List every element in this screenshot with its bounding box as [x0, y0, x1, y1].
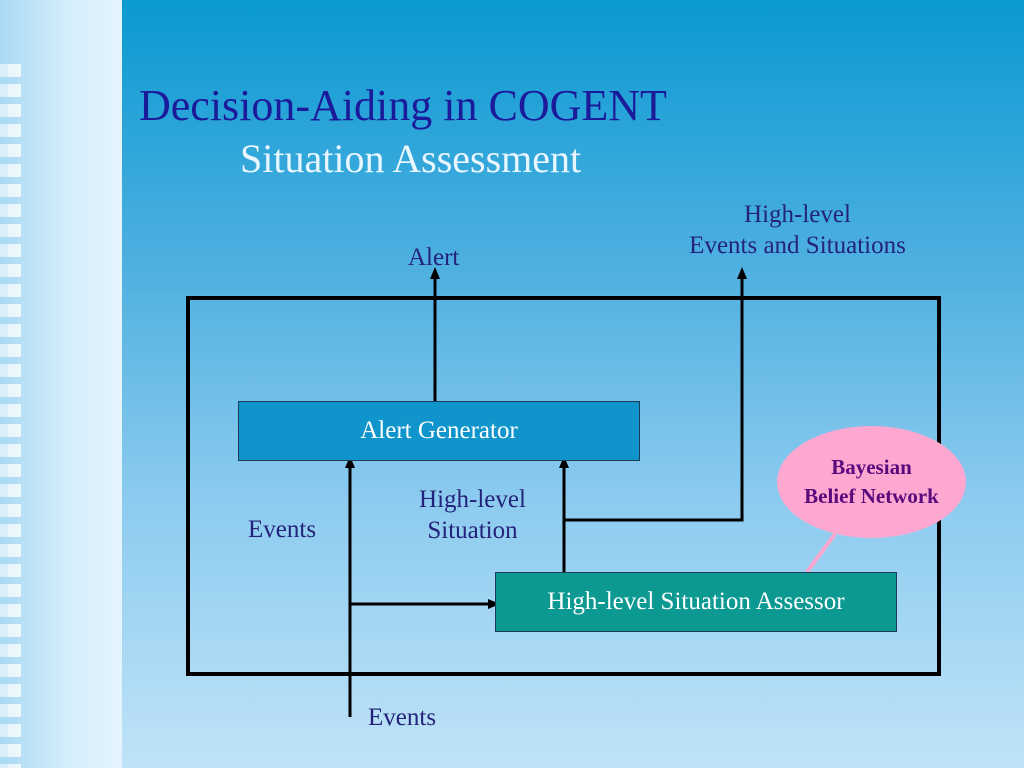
- high-level-events-label: High-level Events and Situations: [660, 199, 935, 261]
- events-bottom-label: Events: [368, 704, 437, 731]
- high-level-situation-label: High-level Situation: [400, 484, 545, 546]
- bayesian-network-bubble: Bayesian Belief Network: [777, 426, 966, 538]
- high-level-events-line-2: Events and Situations: [689, 232, 906, 259]
- alert-label: Alert: [408, 244, 460, 271]
- situation-assessor-box: High-level Situation Assessor: [495, 572, 897, 632]
- bubble-callout-line: [805, 532, 837, 574]
- high-level-output-connector: [564, 274, 744, 522]
- events-inner-label: Events: [248, 516, 317, 543]
- slide-subtitle: Situation Assessment: [240, 136, 582, 181]
- left-decorative-strip: [0, 0, 122, 768]
- high-level-events-line-1: High-level: [744, 201, 851, 228]
- alert-generator-box: Alert Generator: [238, 401, 640, 461]
- high-level-situation-line-1: High-level: [419, 486, 526, 513]
- slide-title: Decision-Aiding in COGENT: [139, 81, 667, 130]
- decorative-squares-outer: [0, 64, 8, 768]
- bubble-line-1: Bayesian: [831, 455, 912, 479]
- bubble-line-2: Belief Network: [804, 484, 939, 508]
- high-level-situation-line-2: Situation: [427, 517, 518, 544]
- decorative-squares: [8, 64, 28, 768]
